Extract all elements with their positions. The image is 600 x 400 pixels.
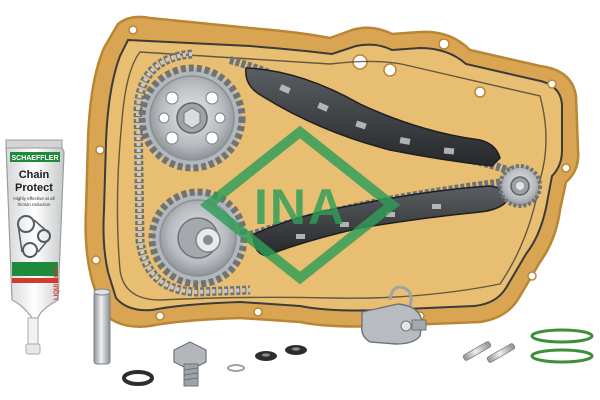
small-pins — [462, 341, 516, 363]
chain-guide-upper — [245, 67, 501, 167]
tube-subtitle-line2: friction reduction — [17, 202, 51, 207]
sealing-rings — [122, 328, 594, 386]
chain-tensioner — [360, 285, 427, 345]
tube-title-line1: Chain — [19, 169, 50, 181]
ina-watermark-logo: INA — [199, 125, 401, 285]
tube-side-brand: LIQUI MOLY — [54, 266, 60, 300]
tube-chain-graphic — [17, 215, 51, 258]
tube-subtitle-line1: Highly effective at all — [13, 196, 54, 201]
plug-bolt — [173, 341, 207, 387]
crankshaft-sprocket — [148, 188, 248, 288]
chain-guide-lower — [253, 185, 509, 257]
guide-pin — [93, 288, 111, 365]
tube-title-line2: Protect — [15, 182, 53, 194]
tube-brand: SCHAEFFLER — [11, 155, 58, 162]
idler-sprocket — [498, 164, 542, 208]
ina-logo-text: INA — [254, 179, 346, 235]
chain-protect-tube: SCHAEFFLER Chain Protect Highly effectiv… — [5, 139, 65, 355]
camshaft-sprocket — [138, 64, 246, 172]
